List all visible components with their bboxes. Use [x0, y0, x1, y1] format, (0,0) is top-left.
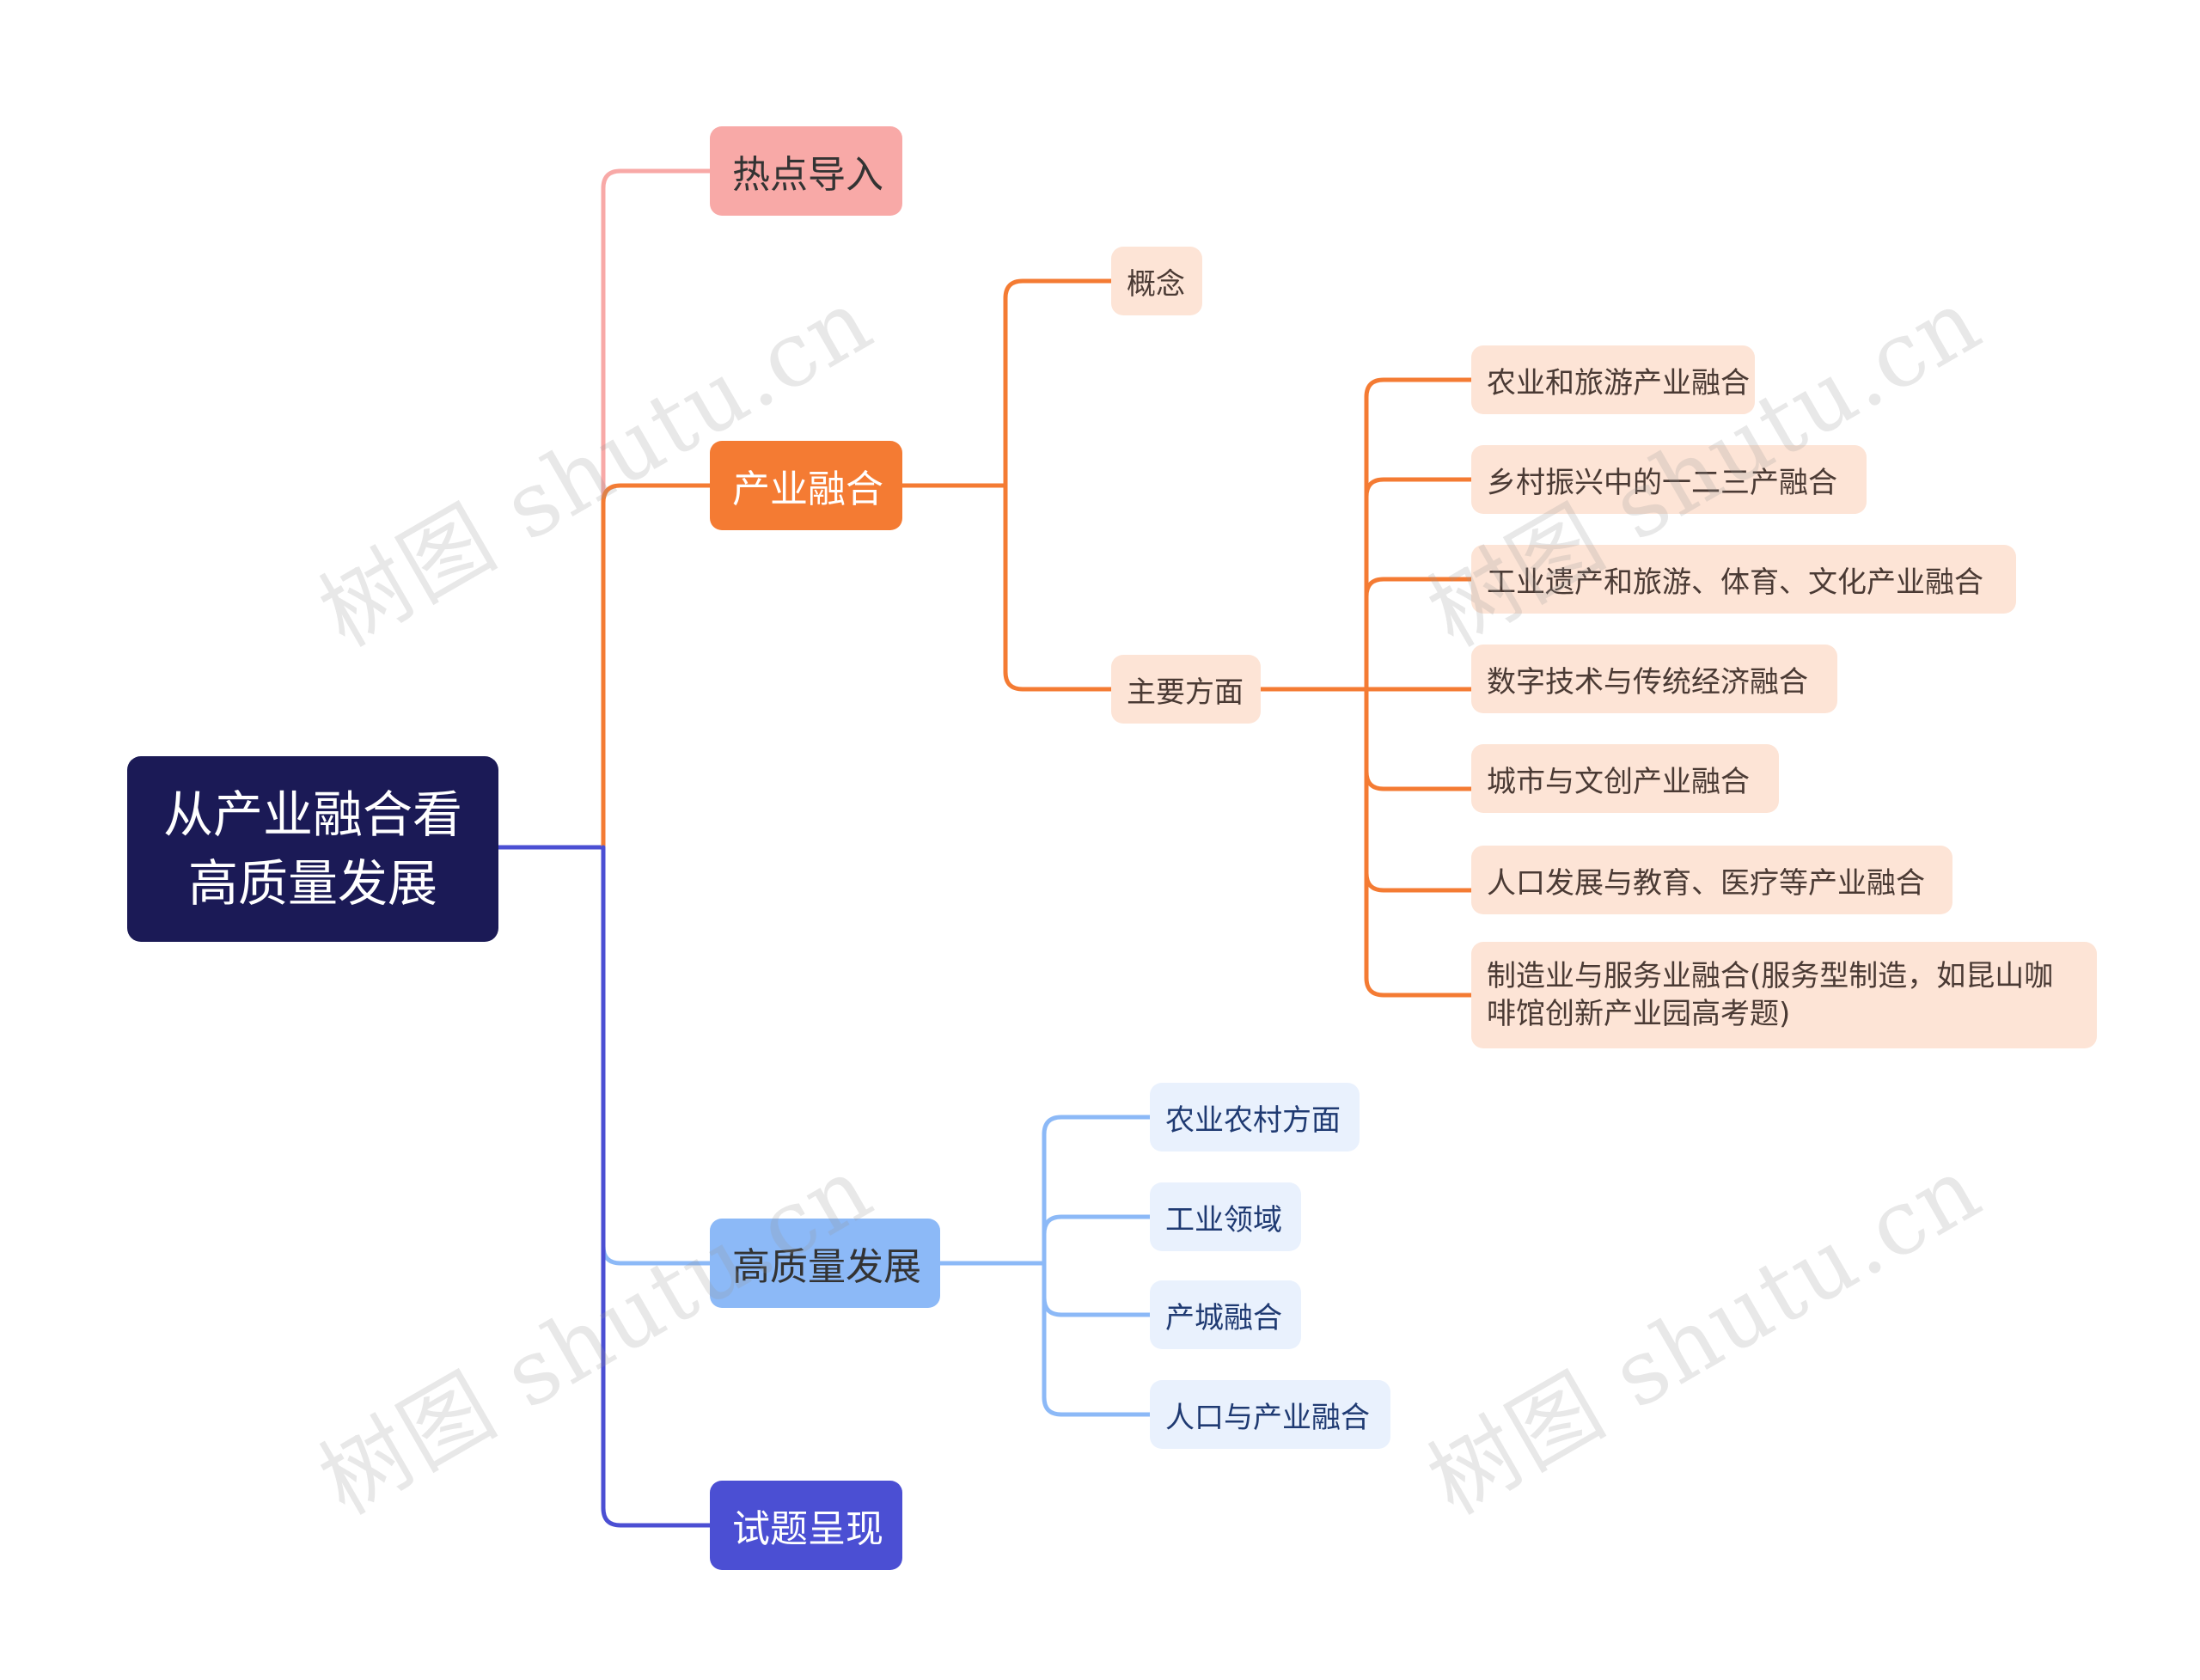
branch-fusion-label: 产业融合	[732, 467, 883, 511]
quality-item-label: 工业领域	[1165, 1202, 1282, 1237]
topic-concept[interactable]: 概念	[1111, 247, 1202, 315]
branch-hotspot[interactable]: 热点导入	[710, 126, 902, 216]
link-hotspot	[601, 168, 712, 850]
branch-quality-label: 高质量发展	[732, 1245, 921, 1289]
aspect-item-label: 城市与文创产业融合	[1487, 764, 1750, 799]
branch-fusion[interactable]: 产业融合	[710, 441, 902, 530]
branch-quality[interactable]: 高质量发展	[710, 1219, 940, 1308]
aspect-item[interactable]: 工业遗产和旅游、体育、文化产业融合	[1471, 545, 2016, 614]
aspect-item[interactable]: 城市与文创产业融合	[1471, 744, 1779, 813]
aspect-item[interactable]: 农业和旅游产业融合	[1471, 345, 1755, 414]
quality-item[interactable]: 农业农村方面	[1150, 1083, 1360, 1152]
link-concept	[900, 278, 1114, 488]
link-fusion	[601, 483, 712, 850]
aspect-item[interactable]: 人口发展与教育、医疗等产业融合	[1471, 846, 1952, 914]
aspect-item-label: 乡村振兴中的一二三产融合	[1487, 465, 1837, 500]
link-exam	[601, 845, 712, 1528]
aspect-item-label: 数字技术与传统经济融合	[1487, 664, 1808, 699]
root-topic-line-1: 从产业融合看	[162, 785, 462, 844]
branch-exam-label: 试题呈现	[732, 1507, 883, 1551]
link-quality	[601, 845, 712, 1266]
link-main-aspects	[1003, 483, 1114, 692]
quality-item-label: 人口与产业融合	[1165, 1400, 1370, 1435]
root-topic[interactable]: 从产业融合看 高质量发展	[127, 756, 498, 942]
topic-main-aspects-label: 主要方面	[1127, 675, 1244, 710]
aspect-item-label: 制造业与服务业融合(服务型制造，如昆山咖啡馆创新产业园高考题)	[1487, 959, 2054, 1031]
quality-item-label: 产城融合	[1165, 1300, 1282, 1335]
links-quality-children	[938, 1115, 1152, 1417]
topic-main-aspects[interactable]: 主要方面	[1111, 655, 1261, 724]
branch-exam[interactable]: 试题呈现	[710, 1481, 902, 1570]
quality-item[interactable]: 产城融合	[1150, 1280, 1301, 1349]
quality-item[interactable]: 工业领域	[1150, 1182, 1301, 1251]
aspect-item[interactable]: 制造业与服务业融合(服务型制造，如昆山咖啡馆创新产业园高考题)	[1471, 942, 2097, 1048]
aspect-item[interactable]: 乡村振兴中的一二三产融合	[1471, 445, 1867, 514]
quality-item-label: 农业农村方面	[1165, 1103, 1341, 1138]
links-main-aspects-children	[1258, 377, 1474, 998]
root-topic-line-2: 高质量发展	[187, 854, 437, 913]
aspect-item-label: 农业和旅游产业融合	[1487, 365, 1750, 400]
aspect-item-label: 工业遗产和旅游、体育、文化产业融合	[1487, 565, 1983, 600]
branch-hotspot-label: 热点导入	[732, 153, 883, 197]
aspect-item-label: 人口发展与教育、医疗等产业融合	[1487, 865, 1925, 901]
quality-item[interactable]: 人口与产业融合	[1150, 1380, 1390, 1449]
topic-concept-label: 概念	[1127, 266, 1185, 302]
aspect-item[interactable]: 数字技术与传统经济融合	[1471, 645, 1837, 713]
